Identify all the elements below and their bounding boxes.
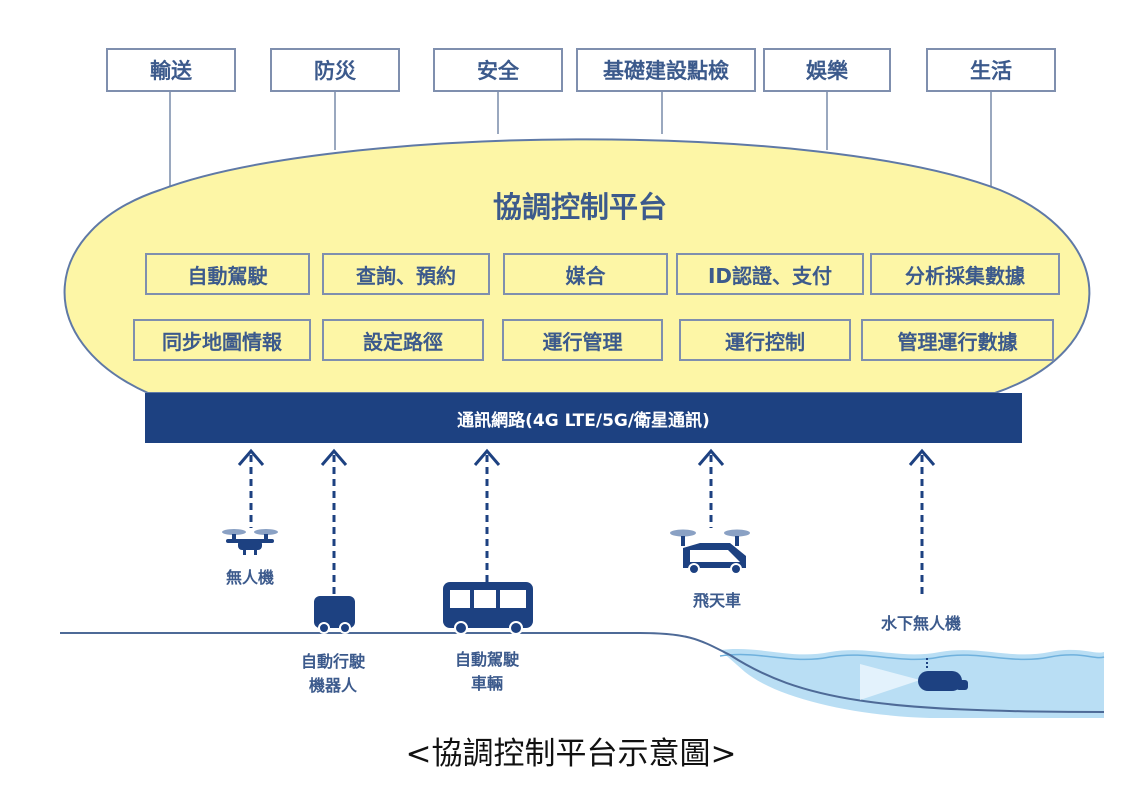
flying-car-icon [670,529,750,575]
ground-line [60,632,1105,713]
arrow-head [473,448,501,466]
underwater-drone-label: 水下無人機 [880,614,961,633]
application-box-disaster-prevention: 防災 [270,48,400,92]
function-box: 媒合 [503,253,668,295]
bus-icon [443,582,533,635]
connector-lines [169,92,992,192]
robot-label-line1: 自動行駛 [300,652,365,671]
function-box: 查詢、預約 [322,253,490,295]
function-box: 運行控制 [679,319,851,361]
arrow-head [237,448,265,466]
bus-label-line1: 自動駕駛 [454,650,519,669]
bus-label: 自動駕駛 車輛 [437,648,537,696]
function-box: 同步地圖情報 [133,319,311,361]
application-box-safety: 安全 [433,48,563,92]
robot-label: 自動行駛 機器人 [283,650,383,698]
function-box: 設定路徑 [322,319,484,361]
drone-icon [222,529,278,555]
robot-icon [314,596,355,634]
arrow-head [697,448,725,466]
drone-label: 無人機 [225,568,274,587]
function-box: 分析採集數據 [870,253,1060,295]
figure-caption: <協調控制平台示意圖> [405,736,737,772]
arrow-head [908,448,936,466]
platform-title: 協調控制平台 [492,190,667,224]
robot-label-line2: 機器人 [308,676,357,695]
bus-label-line2: 車輛 [470,674,503,693]
underwater-drone-icon [860,658,968,700]
application-box-entertainment: 娛樂 [763,48,891,92]
application-box-living: 生活 [926,48,1056,92]
water-area [720,648,1104,718]
arrow-head [320,448,348,466]
network-bar: 通訊網路(4G LTE/5G/衛星通訊) [145,393,1022,443]
function-box: 自動駕駛 [145,253,310,295]
function-box: 運行管理 [502,319,663,361]
uplink-arrows [237,448,936,598]
function-box: ID認證、支付 [676,253,864,295]
application-box-transport: 輸送 [106,48,236,92]
water-wave [719,653,1105,661]
ground-area [60,633,1104,718]
network-label: 通訊網路(4G LTE/5G/衛星通訊) [457,410,710,431]
flying-car-label: 飛天車 [692,591,741,610]
function-box: 管理運行數據 [861,319,1054,361]
application-box-infrastructure-inspection: 基礎建設點檢 [576,48,756,92]
